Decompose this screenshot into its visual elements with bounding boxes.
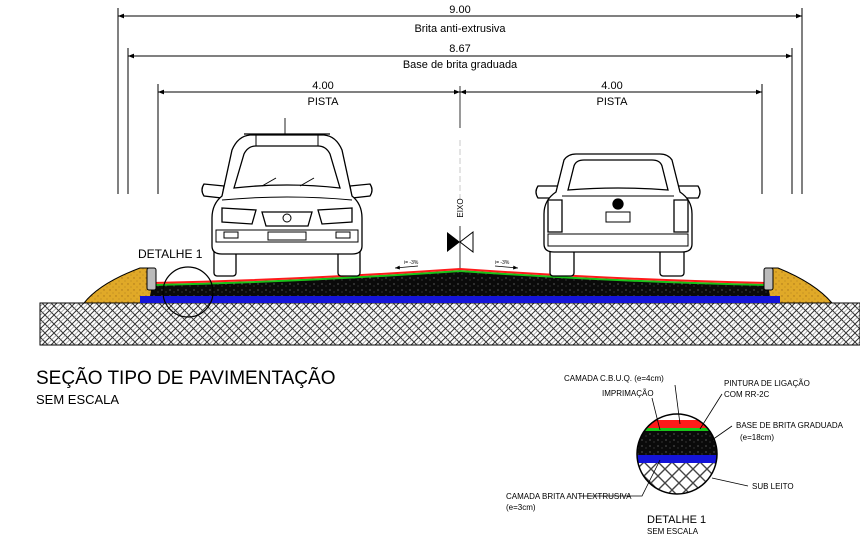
dimension-8-67-value: 8.67 xyxy=(449,43,470,55)
dimension-pista-right-value: 4.00 xyxy=(601,80,622,92)
dimension-8-67: 8.67 Base de brita graduada xyxy=(127,43,793,194)
detail-imprimacao-label: IMPRIMAÇÃO xyxy=(602,389,654,398)
detail-anti-label-2: (e=3cm) xyxy=(506,503,536,512)
detail-title: DETALHE 1 xyxy=(647,514,706,526)
section-subtitle: SEM ESCALA xyxy=(36,392,119,407)
axis-label: EIXO xyxy=(456,198,465,217)
detail-subleito-label: SUB LEITO xyxy=(752,482,794,491)
detail-pintura-label-2: COM RR-2C xyxy=(724,390,770,399)
dimension-pista-left-value: 4.00 xyxy=(312,80,333,92)
section-title: SEÇÃO TIPO DE PAVIMENTAÇÃO xyxy=(36,367,335,389)
car-front-view xyxy=(201,118,373,277)
detail-leaders xyxy=(580,384,749,497)
detail-cbuq-label: CAMADA C.B.U.Q. (e=4cm) xyxy=(564,374,664,383)
detail-base-label-2: (e=18cm) xyxy=(740,433,774,442)
dimension-9-00-label: Brita anti-extrusiva xyxy=(414,23,506,35)
dimension-pista-left-label: PISTA xyxy=(308,96,340,108)
slope-left: i= -3% xyxy=(394,260,419,270)
dimension-pista-left: 4.00 PISTA xyxy=(157,80,460,194)
dimension-8-67-label: Base de brita graduada xyxy=(403,59,518,71)
dimension-pista-right-label: PISTA xyxy=(597,96,629,108)
base-layer xyxy=(150,271,770,296)
curb-left xyxy=(146,267,157,291)
detail-pintura-label-1: PINTURA DE LIGAÇÃO xyxy=(724,379,810,388)
tack-coat-line xyxy=(151,269,769,286)
detail-anti-label-1: CAMADA BRITA ANTI EXTRUSIVA xyxy=(506,492,632,501)
anti-extrusive-layer xyxy=(140,296,780,303)
slope-left-label: i= -3% xyxy=(404,260,419,266)
cbuq-line xyxy=(151,267,769,284)
detail-base-label-1: BASE DE BRITA GRADUADA xyxy=(736,421,844,430)
dimension-9-00: 9.00 Brita anti-extrusiva xyxy=(117,4,803,194)
curb-right xyxy=(763,267,774,291)
dimension-9-00-value: 9.00 xyxy=(449,4,470,16)
car-rear-view xyxy=(535,153,701,277)
center-axis: EIXO xyxy=(447,86,474,270)
axis-marker-icon xyxy=(447,226,474,270)
detail-callout-circle xyxy=(162,266,214,318)
subgrade-layer xyxy=(39,302,860,346)
slope-right: i= -3% xyxy=(494,260,519,270)
detail-subtitle: SEM ESCALA xyxy=(647,527,699,536)
slope-right-label: i= -3% xyxy=(495,260,510,266)
dimension-pista-right: 4.00 PISTA xyxy=(460,80,763,194)
detail-callout-label: DETALHE 1 xyxy=(138,247,203,261)
